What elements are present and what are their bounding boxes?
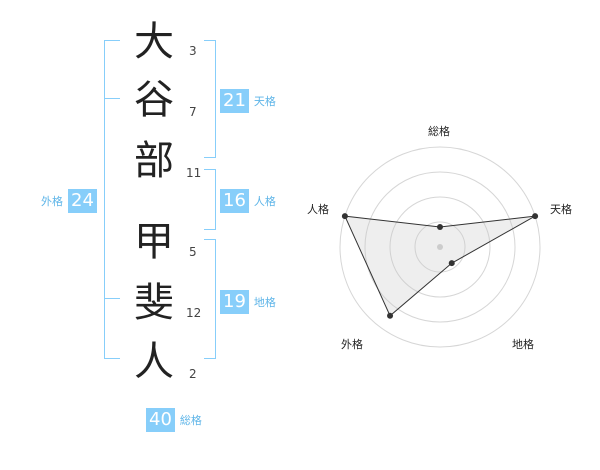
radar-data-points — [341, 213, 539, 319]
stroke-count-6: 2 — [189, 367, 197, 381]
tenkaku-bracket — [204, 40, 216, 158]
name-char-1: 大 — [134, 19, 174, 65]
gaikaku-tick-upper — [104, 98, 120, 99]
gaikaku-badge-group: 外格 24 — [41, 189, 97, 213]
tenkaku-value: 21 — [220, 89, 249, 113]
radar-ring — [389, 196, 491, 298]
radar-point-3 — [387, 312, 394, 319]
chikaku-label: 地格 — [253, 296, 276, 309]
radar-ring — [339, 146, 541, 348]
radar-point-4 — [341, 213, 348, 220]
stroke-count-1: 3 — [189, 44, 197, 58]
radar-label-soukaku: 総格 — [428, 125, 450, 138]
soukaku-value: 40 — [146, 408, 175, 432]
stroke-count-4: 5 — [189, 245, 197, 259]
radar-label-gaikaku: 外格 — [341, 338, 363, 351]
radar-label-tenkaku: 天格 — [550, 203, 572, 216]
radar-grid — [339, 146, 541, 348]
stroke-count-3: 11 — [186, 166, 202, 180]
gaikaku-value: 24 — [68, 189, 97, 213]
name-char-4: 甲 — [134, 219, 174, 265]
jinkaku-value: 16 — [220, 189, 249, 213]
radar-ring — [414, 221, 466, 273]
stroke-count-2: 7 — [189, 105, 197, 119]
chikaku-value: 19 — [220, 290, 249, 314]
name-char-3: 部 — [134, 138, 174, 184]
jinkaku-label: 人格 — [253, 195, 276, 208]
tenkaku-badge-group: 21 天格 — [220, 89, 276, 113]
stroke-count-5: 12 — [186, 306, 202, 320]
radar-point-0 — [437, 224, 443, 230]
gaikaku-tick-lower — [104, 298, 120, 299]
name-char-5: 斐 — [134, 280, 174, 326]
radar-label-jinkaku: 人格 — [307, 203, 329, 216]
soukaku-label: 総格 — [179, 414, 202, 427]
tenkaku-label: 天格 — [253, 95, 276, 108]
radar-ring — [364, 171, 516, 323]
radar-point-2 — [448, 260, 455, 267]
soukaku-badge-group: 40 総格 — [146, 408, 202, 432]
name-char-2: 谷 — [134, 77, 174, 123]
gaikaku-bracket — [104, 40, 120, 359]
radar-label-chikaku: 地格 — [512, 338, 534, 351]
radar-data-polygon — [344, 215, 536, 317]
chikaku-badge-group: 19 地格 — [220, 290, 276, 314]
radar-point-1 — [532, 213, 539, 220]
chikaku-bracket — [204, 239, 216, 359]
jinkaku-bracket — [204, 169, 216, 230]
jinkaku-badge-group: 16 人格 — [220, 189, 276, 213]
gaikaku-label: 外格 — [41, 195, 63, 208]
radar-chart — [339, 146, 541, 348]
radar-center-dot — [437, 244, 443, 250]
name-char-6: 人 — [134, 339, 174, 385]
